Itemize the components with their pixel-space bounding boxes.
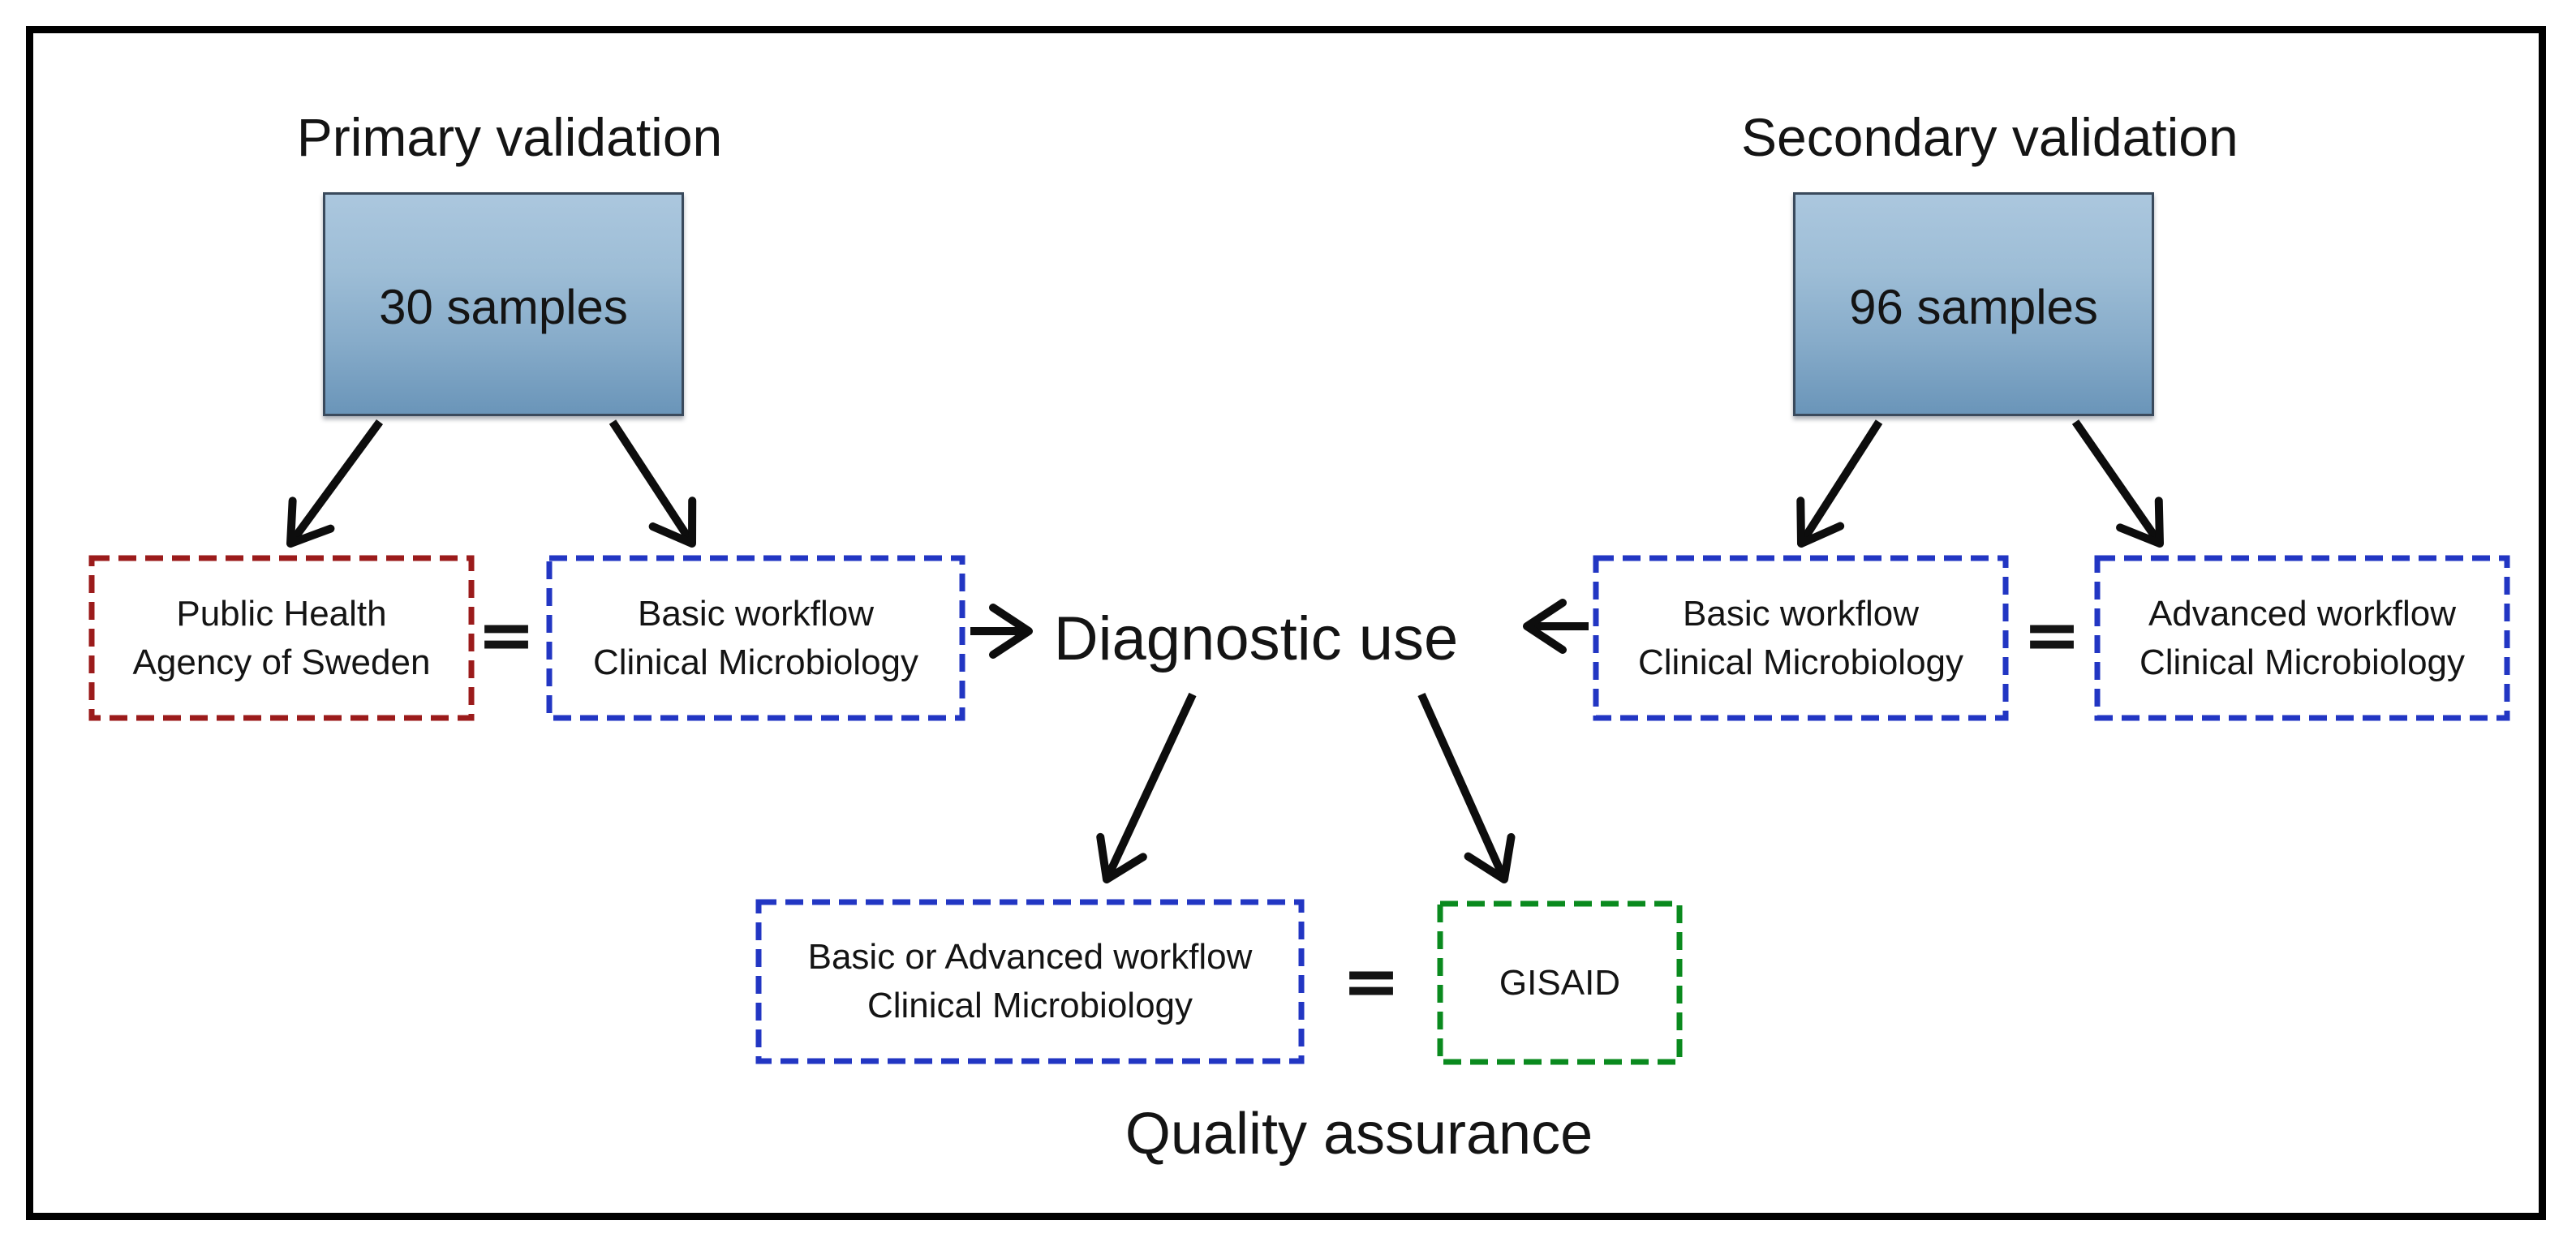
primary-samples-box: 30 samples — [323, 192, 684, 416]
advanced-workflow-line1: Advanced workflow — [2148, 593, 2457, 634]
basic-workflow-left-line1: Basic workflow — [638, 593, 874, 634]
public-health-box-border — [88, 555, 475, 721]
equals-sign-bottom: = — [1341, 941, 1401, 1022]
basic-or-advanced-box-border — [755, 899, 1305, 1064]
basic-workflow-right-box-border — [1593, 555, 2009, 721]
advanced-workflow-line2: Clinical Microbiology — [2139, 642, 2466, 682]
public-health-line1: Public Health — [176, 593, 387, 634]
arrow-diagnosticuse-to-basicoradvanced — [1096, 692, 1197, 883]
gisaid-box: GISAID — [1440, 904, 1679, 1062]
basic-workflow-right-line1: Basic workflow — [1683, 593, 1919, 634]
equals-sign-right: = — [2022, 595, 2082, 676]
public-health-line2: Agency of Sweden — [132, 642, 431, 682]
basic-or-advanced-box: Basic or Advanced workflow Clinical Micr… — [759, 902, 1301, 1061]
advanced-workflow-box: Advanced workflow Clinical Microbiology — [2097, 558, 2507, 718]
basic-or-advanced-line2: Clinical Microbiology — [867, 986, 1193, 1025]
arrow-96samples-to-advancedworkflow — [2071, 419, 2164, 548]
arrow-96samples-to-basicworkflow — [1796, 419, 1883, 548]
secondary-validation-title: Secondary validation — [1741, 107, 2238, 167]
public-health-box: Public Health Agency of Sweden — [92, 558, 471, 718]
basic-workflow-left-line2: Clinical Microbiology — [592, 642, 919, 682]
outer-border-frame — [26, 26, 2546, 1220]
secondary-samples-label: 96 samples — [1849, 279, 2098, 334]
advanced-workflow-box-border — [2094, 555, 2510, 721]
quality-assurance-label: Quality assurance — [1125, 1102, 1593, 1167]
basic-workflow-right-box: Basic workflow Clinical Microbiology — [1596, 558, 2006, 718]
diagnostic-use-label: Diagnostic use — [1053, 604, 1459, 673]
primary-samples-label: 30 samples — [379, 279, 628, 334]
equals-sign-left: = — [476, 595, 536, 676]
gisaid-box-border — [1437, 900, 1683, 1065]
basic-workflow-left-box: Basic workflow Clinical Microbiology — [549, 558, 962, 718]
primary-validation-title: Primary validation — [296, 107, 723, 167]
arrow-30samples-to-publichealth — [286, 419, 384, 548]
basic-or-advanced-line1: Basic or Advanced workflow — [807, 937, 1253, 977]
basic-workflow-right-line2: Clinical Microbiology — [1637, 642, 1964, 682]
gisaid-label: GISAID — [1499, 962, 1621, 1003]
secondary-samples-box: 96 samples — [1793, 192, 2154, 416]
basic-workflow-left-box-border — [546, 555, 965, 721]
arrow-30samples-to-basicworkflow — [609, 419, 697, 548]
arrow-diagnosticuse-to-gisaid — [1417, 692, 1516, 883]
